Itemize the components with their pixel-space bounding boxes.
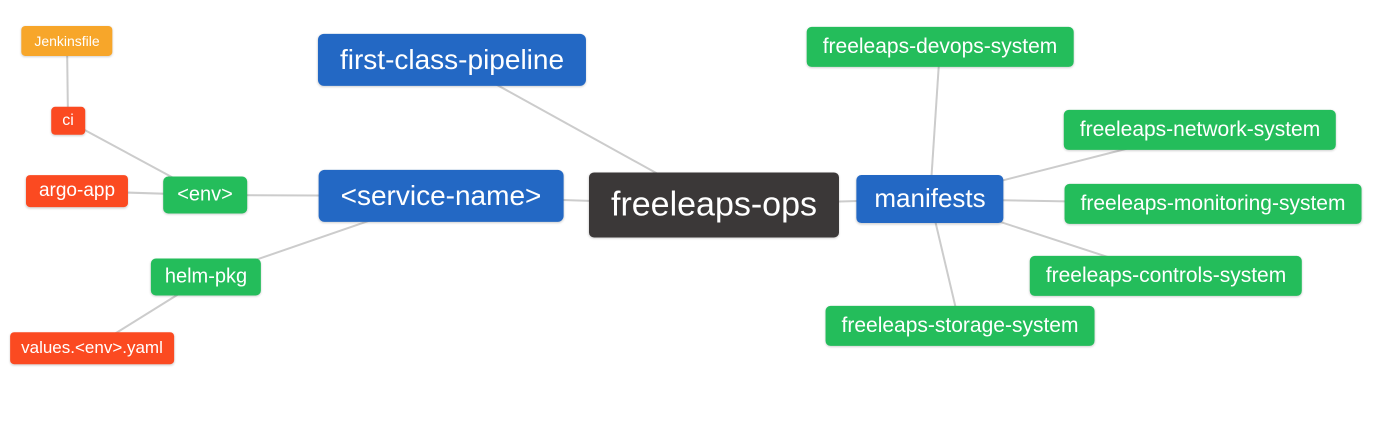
node-service-name[interactable]: <service-name> <box>318 169 564 223</box>
node-argo-app[interactable]: argo-app <box>25 175 129 207</box>
edge-manifests-devops_system <box>929 46 941 200</box>
node-first-class-pipeline[interactable]: first-class-pipeline <box>317 33 587 87</box>
node-freeleaps-network-system[interactable]: freeleaps-network-system <box>1063 109 1337 151</box>
node-freeleaps-controls-system[interactable]: freeleaps-controls-system <box>1029 255 1303 297</box>
node-freeleaps-monitoring-system[interactable]: freeleaps-monitoring-system <box>1064 183 1362 225</box>
node-jenkinsfile[interactable]: Jenkinsfile <box>21 25 113 57</box>
node-freeleaps-devops-system[interactable]: freeleaps-devops-system <box>806 26 1074 68</box>
node-env[interactable]: <env> <box>163 176 247 214</box>
node-freeleaps-storage-system[interactable]: freeleaps-storage-system <box>825 305 1095 347</box>
node-ci[interactable]: ci <box>51 106 85 136</box>
node-values-env-yaml[interactable]: values.<env>.yaml <box>10 332 174 364</box>
node-helm-pkg[interactable]: helm-pkg <box>150 258 262 296</box>
node-freeleaps-ops-root[interactable]: freeleaps-ops <box>588 172 840 238</box>
node-manifests[interactable]: manifests <box>856 175 1004 223</box>
